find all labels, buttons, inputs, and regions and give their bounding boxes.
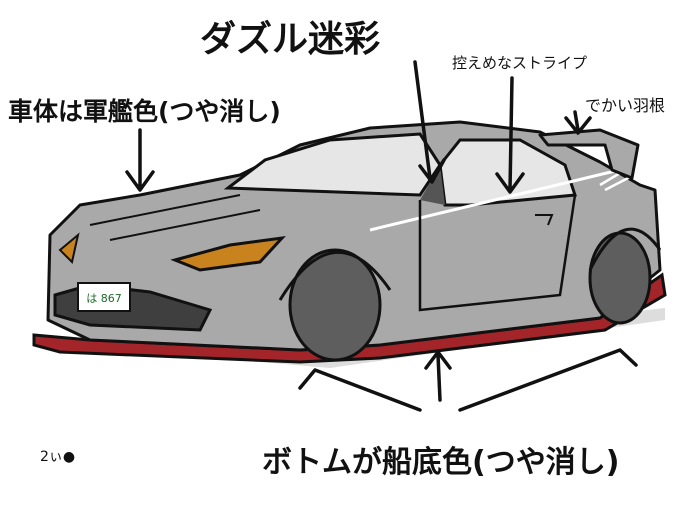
front-arch: [278, 251, 392, 301]
hood-line: [89, 194, 261, 241]
annotation-body-color: 車体は軍艦色(つや消し): [8, 97, 281, 126]
annotation-stripe: 控えめなストライプ: [452, 54, 588, 72]
arrows: [125, 60, 638, 412]
arrow-bottom-mid: [424, 350, 452, 402]
rear-arch: [588, 227, 662, 271]
rear-tire: [588, 231, 652, 325]
arrow-bottom-right: [458, 348, 638, 412]
artist-signature: 2ぃ●: [40, 449, 76, 465]
windshield: [223, 132, 442, 197]
annotation-title: ダズル迷彩: [200, 19, 381, 60]
rear-wing: [538, 128, 640, 180]
headlight-left: [58, 232, 80, 264]
annotation-wing: でかい羽根: [585, 96, 666, 115]
arrow-title: [413, 60, 446, 184]
headlight: [170, 235, 286, 272]
door-handle: [535, 214, 554, 226]
annotation-bottom-color: ボトムが船底色(つや消し): [262, 445, 620, 480]
door-line: [418, 194, 577, 312]
arrow-bottom-left: [298, 368, 422, 412]
body-stripe: [369, 163, 641, 232]
arrow-body: [125, 128, 155, 192]
pillar: [420, 165, 445, 205]
front-tire: [288, 248, 382, 362]
arrow-wing: [564, 110, 592, 135]
license-plate: [77, 282, 131, 312]
license-plate-text: は 867: [86, 292, 122, 305]
arrow-stripe: [495, 76, 525, 194]
